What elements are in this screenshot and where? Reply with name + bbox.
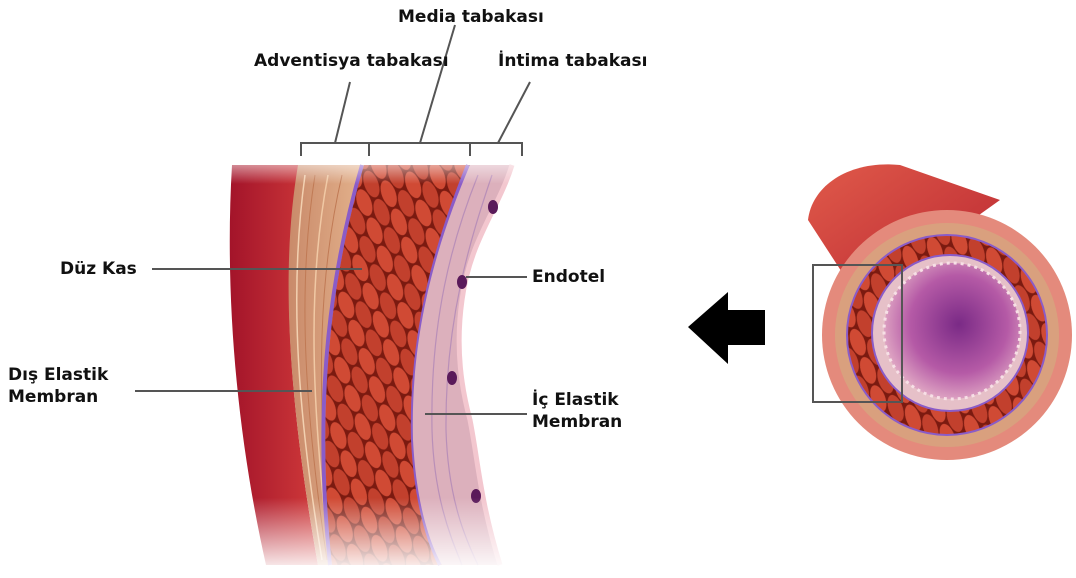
dis-elastik-line1: Dış Elastik bbox=[8, 364, 138, 386]
layer-brackets bbox=[301, 25, 530, 156]
media-label: Media tabakası bbox=[398, 6, 544, 28]
intima-leader bbox=[498, 82, 530, 143]
arrow-left-icon bbox=[688, 292, 765, 364]
ic-elastik-line2: Membran bbox=[532, 411, 662, 433]
dis-elastik-membran-label: Dış Elastik Membran bbox=[8, 364, 138, 408]
artery-wall-section bbox=[220, 150, 520, 574]
adventitia-leader bbox=[335, 82, 350, 143]
dis-elastik-line2: Membran bbox=[8, 386, 138, 408]
vessel-cross-section bbox=[808, 164, 1072, 460]
duz-kas-label: Düz Kas bbox=[60, 258, 137, 280]
adventisya-label: Adventisya tabakası bbox=[254, 50, 449, 72]
media-leader bbox=[420, 25, 455, 143]
endotel-label: Endotel bbox=[532, 266, 605, 288]
ic-elastik-membran-label: İç Elastik Membran bbox=[532, 389, 662, 433]
intima-label: İntima tabakası bbox=[498, 50, 647, 72]
ic-elastik-line1: İç Elastik bbox=[532, 389, 662, 411]
